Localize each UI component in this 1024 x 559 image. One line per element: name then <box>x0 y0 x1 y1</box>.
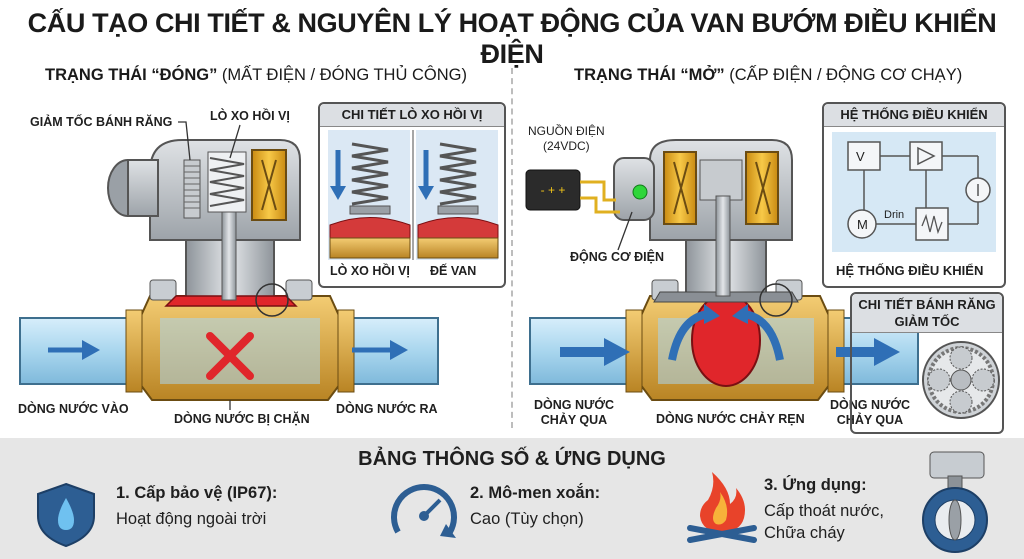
blocked-flow-label: DÒNG NƯỚC BỊ CHẶN <box>174 412 310 426</box>
fire-icon <box>687 472 757 543</box>
closed-state-heading: TRẠNG THÁI “ĐÓNG” (MẤT ĐIỆN / ĐÓNG THỦ C… <box>45 66 467 84</box>
open-state-heading: TRẠNG THÁI “MỞ” (CẤP ĐIỆN / ĐỘNG CƠ CHẠY… <box>574 66 963 84</box>
closed-valve-illustration <box>19 121 439 410</box>
power-source-label: NGUỒN ĐIỆN(24VDC) <box>528 124 605 153</box>
blocked-x-icon <box>206 332 254 380</box>
spring-detail-drawing <box>328 130 499 260</box>
spring-detail-title: CHI TIẾT LÒ XO HỒI VỊ <box>320 104 504 127</box>
block-v-label: V <box>856 149 865 164</box>
outflow-label: DÒNG NƯỚC RA <box>336 402 438 416</box>
spec-section <box>0 438 1024 559</box>
control-system-caption: HỆ THỐNG ĐIỀU KHIỂN <box>836 263 984 278</box>
spec-3-title: 3. Ứng dụng: <box>764 476 867 494</box>
control-system-title: HỆ THỐNG ĐIỀU KHIỂN <box>824 104 1004 127</box>
block-m-label: M <box>857 217 868 232</box>
motor-label: ĐỘNG CƠ ĐIỆN <box>570 250 665 264</box>
section-divider <box>511 68 513 428</box>
spec-1-desc: Hoạt động ngoài trời <box>116 510 267 528</box>
battery-icon <box>525 169 581 211</box>
valve-seat-label: ĐẾ VAN <box>430 264 477 278</box>
gear-reducer-label: GIẢM TỐC BÁNH RĂNG <box>30 115 173 129</box>
open-midflow-label: DÒNG NƯỚC CHẢY RẸN <box>656 412 805 426</box>
spec-1-title: 1. Cấp bảo vệ (IP67): <box>116 484 278 502</box>
spring-detail-label: LÒ XO HỒI VỊ <box>330 264 410 278</box>
power-led-icon <box>632 184 648 200</box>
inflow-label: DÒNG NƯỚC VÀO <box>18 402 129 416</box>
spec-2-desc: Cao (Tùy chọn) <box>470 510 584 528</box>
block-drive-label: Drin <box>884 209 905 221</box>
open-valve-illustration: - + + <box>525 139 919 401</box>
planetary-gear-icon <box>922 341 1000 419</box>
control-system-panel: HỆ THỐNG ĐIỀU KHIỂN <box>822 102 1006 288</box>
page-title: CẤU TẠO CHI TIẾT & NGUYÊN LÝ HOẠT ĐỘNG C… <box>27 8 997 69</box>
spring-detail-panel: CHI TIẾT LÒ XO HỒI VỊ <box>318 102 506 288</box>
gauge-icon <box>391 484 457 538</box>
spec-3-desc: Cấp thoát nước,Chữa cháy <box>764 502 885 542</box>
return-spring-label: LÒ XO HỒI VỊ <box>210 109 290 123</box>
shield-water-icon <box>37 482 95 548</box>
butterfly-valve-icon <box>922 451 988 553</box>
spec-2-title: 2. Mô-men xoắn: <box>470 484 601 502</box>
control-block-diagram <box>832 132 996 252</box>
spec-heading: BẢNG THÔNG SỐ & ỨNG DỤNG <box>358 448 666 470</box>
svg-text:- + +: - + + <box>541 183 566 197</box>
